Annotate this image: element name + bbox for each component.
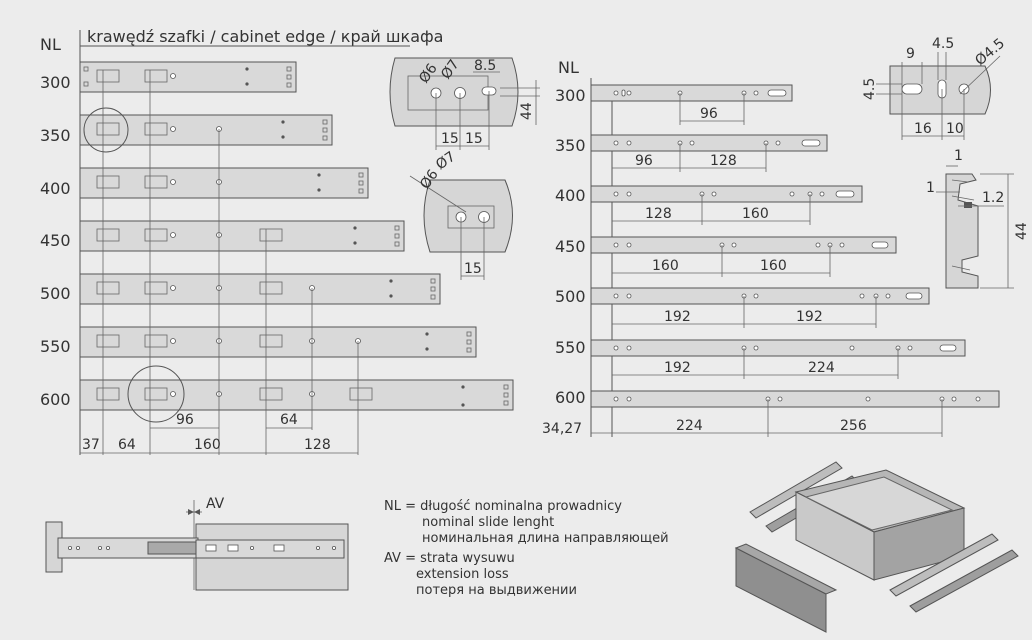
right-rail-450 (590, 236, 897, 254)
detail-top-44: 44 (519, 102, 535, 120)
left-row-550: 550 (40, 337, 71, 356)
legend-nl-line1: NL = długość nominalna prowadnicy (384, 499, 622, 514)
left-row-500: 500 (40, 284, 71, 303)
left-row-300: 300 (40, 73, 71, 92)
right-nl-label: NL (558, 58, 579, 77)
right-600-dim0: 34,27 (542, 421, 582, 437)
left-dim-160: 160 (194, 437, 221, 453)
detail-top: Ø6 Ø7 8.5 44 15 15 (389, 57, 540, 150)
left-row-400: 400 (40, 179, 71, 198)
hole-detail-d4-5: Ø4.5 (972, 35, 1008, 69)
right-350-dim1: 96 (635, 153, 653, 169)
detail-top-15a: 15 (441, 131, 459, 147)
hole-detail-16: 16 (914, 121, 932, 137)
detail-callout-circle-top (83, 107, 129, 153)
right-400-dim2: 160 (742, 206, 769, 222)
left-rail-350 (79, 114, 333, 146)
right-rail-550 (590, 339, 966, 357)
left-row-450: 450 (40, 231, 71, 250)
hole-detail-4-5-v: 4.5 (862, 78, 878, 100)
right-550-dim2: 224 (808, 360, 835, 376)
left-rails-diagram: NL krawędź szafki / cabinet edge / край … (40, 27, 514, 455)
hole-detail-9: 9 (906, 46, 915, 62)
right-450-dim1: 160 (652, 258, 679, 274)
right-450-dim2: 160 (760, 258, 787, 274)
left-dim-128: 128 (304, 437, 331, 453)
detail-top-15b: 15 (465, 131, 483, 147)
right-600-dim1: 224 (676, 418, 703, 434)
detail-mid-d7: Ø7 (433, 149, 459, 174)
right-550-dim1: 192 (664, 360, 691, 376)
right-350-dim2: 128 (710, 153, 737, 169)
left-rail-400 (79, 167, 369, 199)
hole-detail: 9 4.5 Ø4.5 4.5 16 10 (862, 35, 1008, 140)
left-row-600: 600 (40, 390, 71, 409)
left-rail-600 (79, 379, 514, 411)
profile-dim-1-2: 1.2 (982, 190, 1004, 206)
legend-av-line2: extension loss (416, 567, 509, 582)
left-dim-37: 37 (82, 437, 100, 453)
legend-av-line3: потеря на выдвижении (416, 583, 577, 598)
rail-profile: 1 1 1.2 44 (926, 148, 1030, 289)
right-row-400: 400 (555, 186, 586, 205)
hole-detail-10: 10 (946, 121, 964, 137)
profile-dim-1-top: 1 (954, 148, 963, 164)
legend-nl-line3: номинальная длина направляющей (422, 531, 669, 546)
left-dim-96: 96 (176, 412, 194, 428)
right-600-dim2: 256 (840, 418, 867, 434)
right-row-600: 600 (555, 388, 586, 407)
detail-callout-circle-bottom (127, 365, 185, 423)
right-500-dim1: 192 (664, 309, 691, 325)
legend-av-line1: AV = strata wysuwu (384, 551, 515, 566)
left-dim-64: 64 (118, 437, 136, 453)
right-rail-600 (590, 390, 1000, 408)
legend: NL = długość nominalna prowadnicy nomina… (384, 499, 669, 598)
right-rail-500 (590, 287, 930, 305)
drawer-3d-illustration (734, 461, 1019, 633)
profile-dim-44: 44 (1014, 222, 1030, 240)
right-row-550: 550 (555, 338, 586, 357)
right-rails-diagram: NL 300 350 400 450 500 550 600 (542, 58, 1000, 437)
left-nl-label: NL (40, 35, 61, 54)
left-dim-64b: 64 (280, 412, 298, 428)
detail-top-8-5: 8.5 (474, 58, 496, 74)
left-rail-450 (79, 220, 405, 252)
right-500-dim2: 192 (796, 309, 823, 325)
left-rail-300 (79, 61, 297, 93)
profile-dim-1-left: 1 (926, 180, 935, 196)
cabinet-edge-label: krawędź szafki / cabinet edge / край шка… (87, 27, 443, 46)
right-row-500: 500 (555, 287, 586, 306)
right-400-dim1: 128 (645, 206, 672, 222)
left-rail-550 (79, 326, 477, 358)
right-rail-300 (590, 84, 793, 102)
right-row-450: 450 (555, 237, 586, 256)
hole-detail-4-5: 4.5 (932, 36, 954, 52)
detail-mid: Ø6 Ø7 15 (409, 149, 513, 280)
detail-mid-15: 15 (464, 261, 482, 277)
av-label: AV (206, 496, 225, 512)
right-rail-400 (590, 185, 863, 203)
legend-nl-line2: nominal slide lenght (422, 515, 554, 530)
extension-loss-drawing: AV (45, 496, 349, 591)
left-row-350: 350 (40, 126, 71, 145)
right-row-350: 350 (555, 136, 586, 155)
right-300-dim1: 96 (700, 106, 718, 122)
right-row-300: 300 (555, 86, 586, 105)
right-rail-350 (590, 134, 828, 152)
